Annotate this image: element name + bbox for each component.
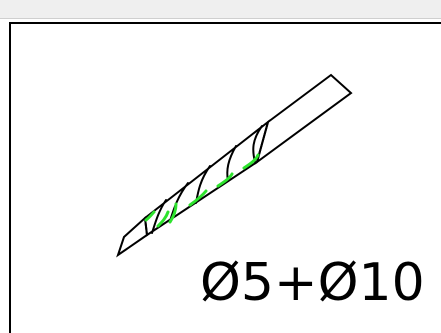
flute-highlights xyxy=(144,153,260,228)
drill-tip xyxy=(116,215,149,258)
flute-highlight xyxy=(242,153,260,170)
diagram-panel xyxy=(9,22,441,333)
flute-highlight xyxy=(168,202,178,224)
flute-highlight xyxy=(156,210,170,228)
flute-highlight xyxy=(188,189,208,207)
flute-line xyxy=(151,199,167,234)
top-strip xyxy=(0,0,441,19)
flute-highlight xyxy=(144,210,156,222)
diameter-label: Ø5+Ø10 xyxy=(200,253,425,313)
drill-shank xyxy=(255,73,353,165)
flute-lines xyxy=(151,125,263,234)
flute-highlight xyxy=(216,172,234,188)
